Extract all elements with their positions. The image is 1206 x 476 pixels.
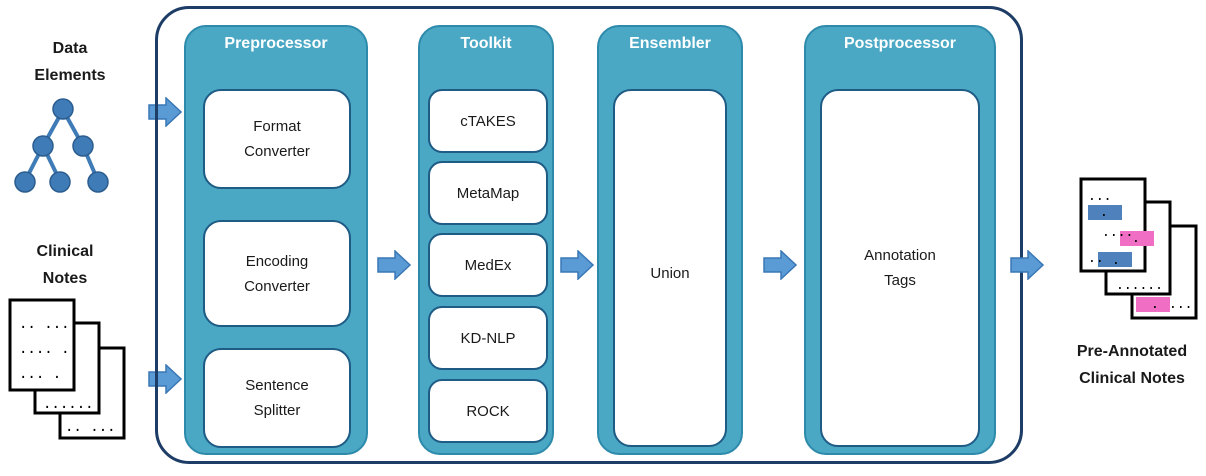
- toolkit-item-rock: ROCK: [428, 379, 548, 443]
- tree-icon: [14, 98, 109, 193]
- arrow-right-icon: [377, 250, 411, 280]
- svg-text:.. ...: .. ...: [19, 316, 70, 332]
- annotation-tags-box: Annotation Tags: [820, 89, 980, 447]
- arrow-right-icon: [1010, 250, 1044, 280]
- svg-text:...: ...: [1088, 189, 1111, 204]
- svg-text:... .: ... .: [19, 366, 61, 382]
- preprocessor-column: Preprocessor Format Converter Encoding C…: [184, 25, 368, 455]
- svg-text:.: .: [1100, 205, 1108, 220]
- output-label: Pre-Annotated Clinical Notes: [1076, 343, 1188, 387]
- svg-text:....: ....: [1102, 225, 1133, 240]
- clinical-notes-label: Clinical Notes: [36, 243, 94, 287]
- svg-text:.: .: [1151, 297, 1159, 312]
- toolkit-item-ctakes: cTAKES: [428, 89, 548, 153]
- svg-text:.: .: [1132, 231, 1140, 246]
- ensembler-column: Ensembler Union: [597, 25, 743, 455]
- toolkit-item-metamap: MetaMap: [428, 161, 548, 225]
- document-stack-icon: .. ... .... .. ... . ...... .. ...: [8, 298, 126, 440]
- ensembler-title: Ensembler: [629, 35, 711, 52]
- toolkit-column: Toolkit cTAKES MetaMap MedEx KD-NLP ROCK: [418, 25, 554, 455]
- svg-text:.. ...: .. ...: [65, 419, 116, 435]
- svg-text:.: .: [1112, 253, 1120, 268]
- data-elements-label: Data Elements: [34, 40, 106, 84]
- arrow-right-icon: [763, 250, 797, 280]
- svg-text:.... ..: .... ..: [19, 341, 78, 357]
- pipeline-frame: [155, 6, 1023, 464]
- postprocessor-column: Postprocessor Annotation Tags: [804, 25, 996, 455]
- encoding-converter-box: Encoding Converter: [203, 220, 351, 327]
- toolkit-item-kd-nlp: KD-NLP: [428, 306, 548, 370]
- format-converter-box: Format Converter: [203, 89, 351, 189]
- sentence-splitter-box: Sentence Splitter: [203, 348, 351, 448]
- annotated-document-stack-icon: ... . .... . .. . ...... . ...: [1079, 177, 1198, 320]
- postprocessor-title: Postprocessor: [843, 35, 957, 52]
- arrow-right-icon: [560, 250, 594, 280]
- svg-text:...: ...: [1169, 297, 1192, 312]
- toolkit-item-medex: MedEx: [428, 233, 548, 297]
- union-box: Union: [613, 89, 727, 447]
- svg-text:......: ......: [43, 396, 94, 412]
- svg-text:......: ......: [1116, 278, 1163, 293]
- svg-text:..: ..: [1088, 251, 1104, 266]
- preprocessor-title: Preprocessor: [224, 35, 328, 52]
- toolkit-title: Toolkit: [460, 35, 512, 52]
